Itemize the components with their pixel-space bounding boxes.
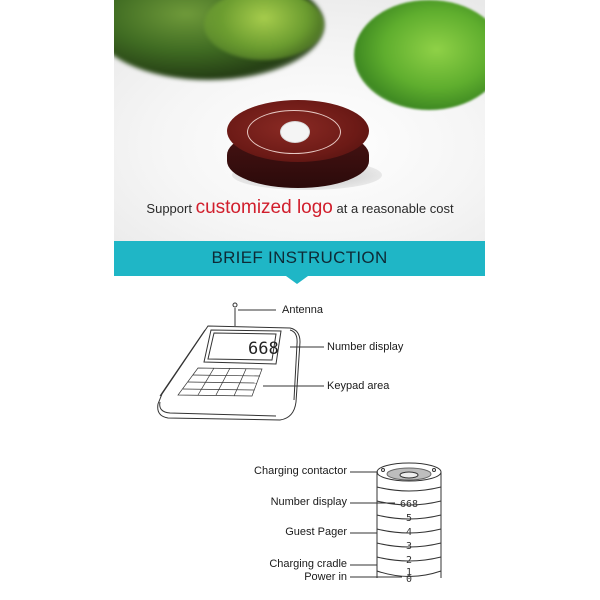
label-number-display: Number display (327, 341, 404, 353)
label-pager-number-display: Number display (270, 496, 347, 508)
pager-number-1: 1 (406, 567, 412, 578)
pager-display-text: 668 (400, 499, 418, 510)
transmitter-drawing (157, 302, 324, 421)
plant-right-image (354, 0, 485, 110)
pager-number-0: 0 (406, 574, 412, 585)
pager-logo-disc (280, 121, 310, 143)
tagline-highlight: customized logo (195, 197, 333, 218)
label-charging-cradle: Charging cradle (269, 558, 347, 570)
pager-stack-drawing (350, 462, 442, 578)
banner-notch (286, 276, 308, 284)
tagline: Support customized logo at a reasonable … (0, 197, 600, 219)
pager-number-2: 2 (406, 555, 412, 566)
label-keypad-area: Keypad area (327, 380, 390, 392)
tagline-suffix: at a reasonable cost (332, 201, 454, 216)
section-banner: BRIEF INSTRUCTION (114, 241, 485, 276)
plant-left-highlight (204, 0, 324, 60)
label-guest-pager: Guest Pager (285, 526, 347, 538)
label-antenna: Antenna (282, 304, 323, 316)
product-photo (114, 0, 485, 241)
banner-title: BRIEF INSTRUCTION (211, 248, 388, 267)
pager-number-4: 4 (406, 527, 412, 538)
pager-number-5: 5 (406, 513, 412, 524)
tagline-prefix: Support (146, 201, 196, 216)
transmitter-display-text: 668 (248, 339, 279, 359)
label-charging-contactor: Charging contactor (254, 465, 347, 477)
pager-ring (247, 110, 341, 154)
label-power-in: Power in (304, 571, 347, 583)
pager-number-3: 3 (406, 541, 412, 552)
